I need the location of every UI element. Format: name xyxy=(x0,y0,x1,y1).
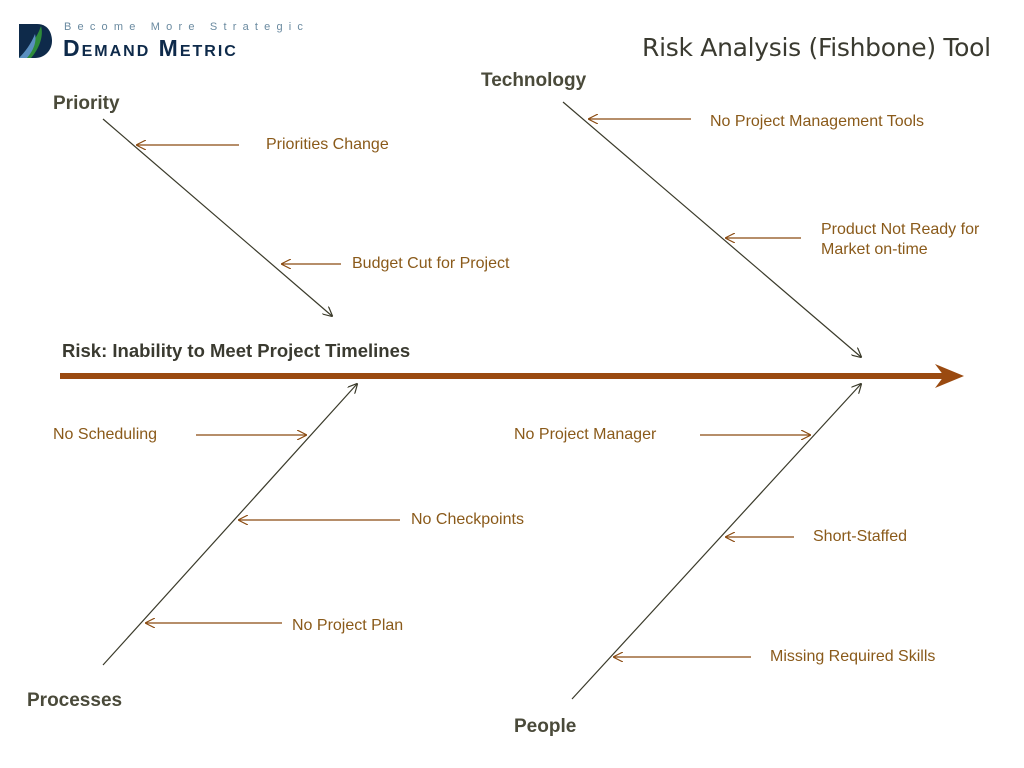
cause-budget-cut: Budget Cut for Project xyxy=(352,255,510,272)
category-processes: Processes xyxy=(27,690,123,711)
cause-no-scheduling: No Scheduling xyxy=(53,426,158,443)
people-bone xyxy=(571,384,861,700)
cause-missing-skills: Missing Required Skills xyxy=(770,648,936,665)
technology-bone xyxy=(562,101,861,357)
category-priority: Priority xyxy=(53,93,120,114)
brand-name: Demand Metric xyxy=(63,35,238,61)
page-title: Risk Analysis (Fishbone) Tool xyxy=(642,33,991,62)
category-people: People xyxy=(514,716,577,737)
cause-priorities-change: Priorities Change xyxy=(266,136,389,153)
priority-bone xyxy=(102,118,332,316)
brand-tagline: Become More Strategic xyxy=(64,21,310,33)
spine-arrowhead xyxy=(935,364,964,388)
cause-short-staffed: Short-Staffed xyxy=(813,528,907,545)
risk-statement: Risk: Inability to Meet Project Timeline… xyxy=(62,340,411,361)
cause-no-checkpoints: No Checkpoints xyxy=(411,511,524,528)
cause-product-not-ready-line1: Product Not Ready for xyxy=(821,221,980,238)
cause-no-pm-tools: No Project Management Tools xyxy=(710,113,925,130)
cause-no-project-plan: No Project Plan xyxy=(292,617,404,634)
logo-mark-icon xyxy=(19,24,52,58)
category-technology: Technology xyxy=(481,70,587,91)
cause-no-project-manager: No Project Manager xyxy=(514,426,657,443)
cause-product-not-ready-line2: Market on-time xyxy=(821,241,928,258)
